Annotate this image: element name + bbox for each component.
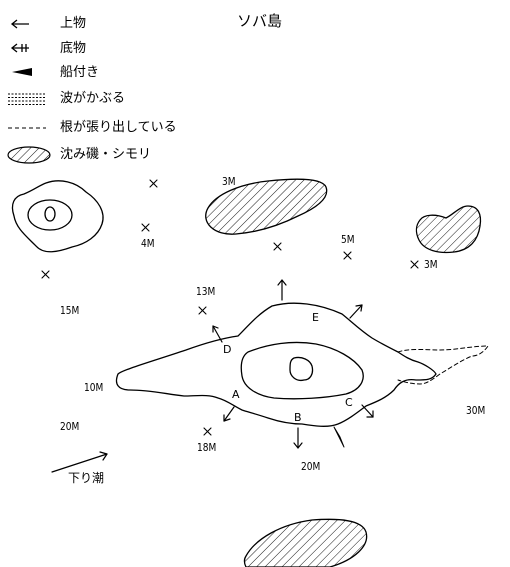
legend-shizumi-label: 沈み磯・シモリ bbox=[60, 147, 152, 162]
boat-mark-icon bbox=[12, 68, 32, 76]
depth-label: 5M bbox=[341, 233, 355, 246]
arrow-icon bbox=[349, 304, 363, 319]
current-label: 下り潮 bbox=[68, 471, 105, 485]
arrow-icon bbox=[293, 427, 303, 449]
cross-mark bbox=[41, 270, 50, 279]
point-b-label: B bbox=[294, 411, 302, 424]
submerged-rock-bottom bbox=[243, 518, 368, 567]
boat-mark-icon bbox=[333, 426, 345, 448]
hatched-rock-icon bbox=[7, 146, 51, 164]
arrow-icon bbox=[277, 279, 287, 301]
point-a-label: A bbox=[232, 388, 240, 401]
cross-mark bbox=[343, 251, 352, 260]
point-c-label: C bbox=[345, 396, 353, 409]
submerged-rock-right bbox=[415, 205, 482, 254]
arrow-icon bbox=[10, 19, 29, 29]
legend-ne-label: 根が張り出している bbox=[60, 120, 177, 135]
point-d-label: D bbox=[223, 343, 232, 356]
legend-symbols bbox=[7, 19, 51, 164]
main-island-outer bbox=[115, 302, 437, 427]
cross-mark bbox=[410, 260, 419, 269]
depth-label: 20M bbox=[301, 460, 321, 473]
depth-label: 3M bbox=[222, 175, 236, 188]
left-islet bbox=[11, 180, 104, 253]
sounding-marks bbox=[41, 179, 419, 436]
current-arrow-icon bbox=[51, 451, 108, 473]
cross-mark bbox=[203, 427, 212, 436]
cross-mark bbox=[198, 306, 207, 315]
wave-pattern-icon bbox=[8, 93, 46, 105]
submerged-rock-top bbox=[205, 178, 328, 235]
main-island-inner bbox=[240, 341, 364, 400]
legend-sokomono-label: 底物 bbox=[60, 41, 87, 56]
legend-uwamono-label: 上物 bbox=[60, 16, 87, 31]
depth-label: 4M bbox=[141, 237, 155, 250]
feather-arrow-icon bbox=[10, 43, 29, 53]
depth-label: 15M bbox=[60, 304, 80, 317]
depth-label: 10M bbox=[84, 381, 104, 394]
map-title: ソバ島 bbox=[237, 12, 283, 30]
main-island-peak bbox=[289, 356, 314, 382]
depth-label: 20M bbox=[60, 420, 80, 433]
point-e-label: E bbox=[312, 311, 319, 324]
legend-funatsuki-label: 船付き bbox=[60, 65, 100, 80]
cross-mark bbox=[149, 179, 158, 188]
depth-label: 18M bbox=[197, 441, 217, 454]
depth-label: 30M bbox=[466, 404, 486, 417]
casting-arrows bbox=[212, 279, 374, 449]
cross-mark bbox=[273, 242, 282, 251]
depth-label: 13M bbox=[196, 285, 216, 298]
cross-mark bbox=[141, 223, 150, 232]
legend-nami-label: 波がかぶる bbox=[60, 91, 126, 106]
reef-extension bbox=[397, 345, 489, 385]
arrow-icon bbox=[212, 325, 223, 343]
arrow-icon bbox=[361, 404, 374, 418]
arrow-icon bbox=[223, 406, 235, 422]
map-features bbox=[11, 178, 489, 567]
depth-label: 3M bbox=[424, 258, 438, 271]
